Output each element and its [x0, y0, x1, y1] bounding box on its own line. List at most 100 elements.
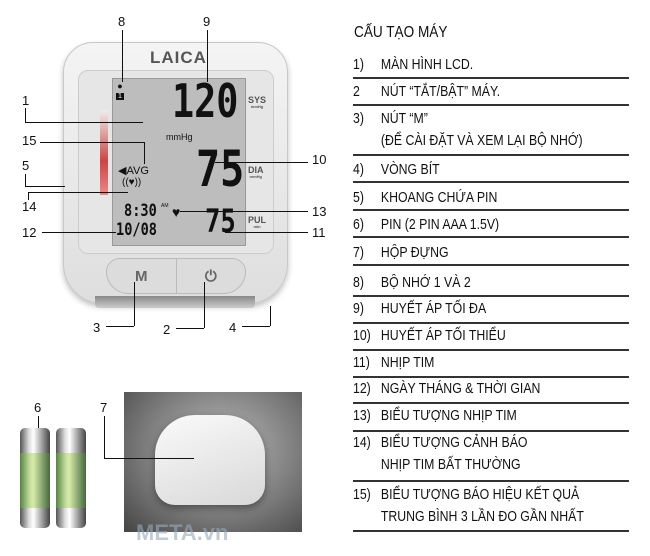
callout-13: 13: [312, 204, 327, 219]
callout-10: 10: [312, 152, 327, 167]
time-display: 8:30: [124, 201, 157, 221]
m-button[interactable]: M: [107, 259, 177, 293]
callout-3: 3: [93, 320, 101, 335]
item-number: 11): [353, 354, 370, 371]
callout-6: 6: [34, 400, 42, 415]
list-item: 10) HUYẾT ÁP TỐI THIỂU: [353, 325, 506, 347]
leader-line: [104, 458, 194, 459]
item-number: 6): [353, 216, 364, 233]
divider: [353, 530, 629, 532]
callout-5: 5: [22, 158, 30, 173]
cuff: [95, 296, 255, 308]
divider: [353, 264, 629, 266]
battery: [20, 428, 50, 528]
item-text: NHỊP TIM: [380, 354, 435, 371]
item-text: BIỂU TƯỢNG BÁO HIỆU KẾT QUẢ: [380, 486, 580, 503]
callout-1: 1: [22, 93, 30, 108]
callout-11: 11: [312, 225, 326, 240]
item-text: MÀN HÌNH LCD.: [380, 56, 474, 73]
list-item: 3)NÚT “M”(ĐỂ CÀI ĐẶT VÀ XEM LẠI BỘ NHỚ): [353, 108, 583, 152]
callout-12: 12: [22, 225, 37, 240]
divider: [353, 322, 629, 324]
item-number: 13): [353, 407, 371, 424]
leader-line: [28, 192, 128, 193]
item-text-line2: NHỊP TIM BẤT THƯỜNG: [380, 456, 521, 473]
item-text: KHOANG CHỨA PIN: [380, 189, 498, 206]
leader-line: [270, 306, 271, 326]
item-text: NÚT “TẮT/BẬT” MÁY.: [380, 83, 501, 100]
item-text: HỘP ĐỰNG: [380, 244, 449, 261]
callout-8: 8: [118, 14, 126, 29]
pulse-value: 75: [205, 202, 236, 240]
divider: [353, 295, 629, 297]
item-text: NGÀY THÁNG & THỜI GIAN: [380, 380, 541, 397]
leader-line: [25, 186, 65, 187]
list-item: 7)HỘP ĐỰNG: [353, 242, 449, 264]
heart-icon: ♥: [172, 204, 181, 220]
unit-label: mmHg: [166, 132, 193, 142]
callout-4: 4: [229, 320, 237, 335]
leader-line: [122, 30, 123, 82]
memory-user-icon: ●1: [116, 81, 124, 100]
list-item: 5) KHOANG CHỨA PIN: [353, 187, 497, 209]
leader-line: [104, 416, 105, 458]
leader-line: [144, 142, 145, 164]
callout-15: 15: [22, 133, 37, 148]
battery: [56, 428, 86, 528]
leader-line: [242, 326, 270, 327]
item-number: 1): [353, 56, 364, 73]
item-number: 12): [353, 380, 371, 397]
list-item: 8) BỘ NHỚ 1 VÀ 2: [353, 272, 471, 294]
divider: [353, 209, 629, 211]
divider: [353, 236, 629, 238]
leader-line: [225, 232, 308, 233]
list-item: 2 NÚT “TẮT/BẬT” MÁY.: [353, 81, 500, 103]
list-title: CẤU TẠO MÁY: [354, 24, 448, 41]
item-number: 3): [353, 110, 364, 127]
item-number: 10): [353, 327, 371, 344]
item-number: 5): [353, 189, 364, 206]
callout-7: 7: [100, 400, 108, 415]
date-display: 10/08: [116, 220, 157, 240]
item-number: 2: [353, 83, 360, 100]
leader-line: [25, 174, 26, 186]
list-item: 9)HUYẾT ÁP TỐI ĐA: [353, 298, 486, 320]
irregular-heartbeat-icon: ((♥)): [122, 177, 142, 188]
power-icon: ⏻: [204, 267, 217, 285]
storage-case: [155, 415, 265, 505]
button-panel: M ⏻: [106, 258, 246, 294]
item-text: BIỂU TƯỢNG NHỊP TIM: [380, 407, 517, 424]
leader-line: [38, 416, 39, 434]
item-text-line2: (ĐỂ CÀI ĐẶT VÀ XEM LẠI BỘ NHỚ): [380, 132, 583, 149]
divider: [353, 430, 629, 432]
list-item: 4)VÒNG BÍT: [353, 159, 440, 181]
divider: [353, 376, 629, 378]
item-number: 9): [353, 300, 364, 317]
leader-line: [25, 122, 143, 123]
indicator-strip: [100, 110, 108, 195]
item-text: BỘ NHỚ 1 VÀ 2: [380, 274, 471, 291]
divider: [353, 349, 629, 351]
leader-line: [176, 328, 204, 329]
list-item: 11) NHỊP TIM: [353, 352, 434, 374]
avg-indicator: ◀AVG: [118, 165, 149, 177]
item-number: 8): [353, 274, 364, 291]
power-button[interactable]: ⏻: [177, 259, 246, 293]
item-text: HUYẾT ÁP TỐI THIỂU: [380, 327, 506, 344]
leader-line: [106, 326, 134, 327]
item-text: PIN (2 PIN AAA 1.5V): [380, 216, 500, 233]
item-number: 15): [353, 486, 371, 503]
leader-line: [28, 192, 29, 200]
item-text-line2: TRUNG BÌNH 3 LẦN ĐO GẦN NHẤT: [380, 508, 584, 525]
item-text: VÒNG BÍT: [380, 161, 440, 178]
list-item: 1) MÀN HÌNH LCD.: [353, 54, 473, 76]
divider: [353, 480, 629, 482]
am-label: AM: [161, 203, 169, 209]
divider: [353, 154, 629, 156]
list-item: 13) BIỂU TƯỢNG NHỊP TIM: [353, 405, 517, 427]
divider: [353, 104, 629, 106]
leader-line: [40, 142, 144, 143]
